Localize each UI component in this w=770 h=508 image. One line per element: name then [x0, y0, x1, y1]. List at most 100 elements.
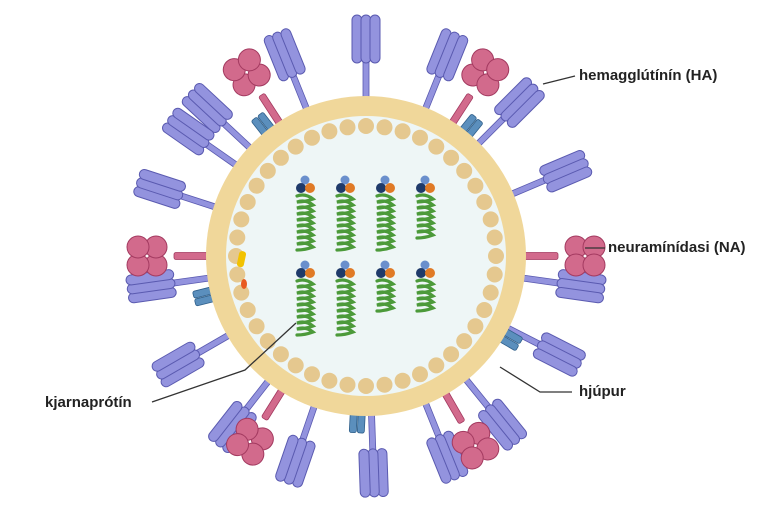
rna-helix-icon: [415, 193, 437, 240]
lipid-bead: [304, 366, 320, 383]
lipid-bead: [394, 372, 411, 389]
polymerase-subunit-icon: [340, 175, 350, 185]
lipid-bead: [456, 333, 473, 350]
polymerase-subunit-icon: [340, 260, 350, 270]
rna-helix-icon: [335, 278, 357, 337]
neuraminidase-tetramer-icon: [517, 235, 606, 277]
polymerase-subunit-icon: [336, 183, 346, 193]
envelope-leader-line: [499, 366, 572, 393]
lipid-bead: [476, 194, 493, 210]
lipid-bead: [233, 284, 250, 301]
lipid-bilayer-beads: [228, 118, 504, 394]
lipid-bead: [239, 302, 256, 318]
lipid-bead: [482, 284, 499, 301]
ribonucleoprotein-segment-icon: [295, 260, 317, 337]
lipid-bead: [339, 119, 356, 136]
polymerase-subunit-icon: [380, 260, 390, 270]
polymerase-subunit-icon: [416, 183, 426, 193]
polymerase-subunit-icon: [305, 268, 315, 278]
neuraminidase-tetramer-icon: [226, 383, 289, 466]
hemagglutinin-spike-icon: [471, 77, 545, 151]
ribonucleoprotein-segment-icon: [335, 175, 357, 252]
ribonucleoprotein-segment-icon: [415, 260, 437, 313]
hemagglutinin-spike-icon: [151, 329, 236, 388]
lipid-bead: [321, 372, 338, 389]
rna-helix-icon: [415, 278, 437, 313]
hemagglutinin-label: hemagglútínín (HA): [579, 67, 718, 84]
polymerase-subunit-icon: [425, 268, 435, 278]
polymerase-subunit-icon: [420, 175, 430, 185]
yellow-particle-icon: [236, 251, 247, 268]
polymerase-subunit-icon: [385, 268, 395, 278]
surface-proteins-back: [125, 14, 607, 498]
lipid-bead: [486, 229, 503, 246]
hemagglutinin-spike-icon: [133, 169, 223, 212]
lipid-bead: [233, 211, 250, 228]
hemagglutinin-spike-icon: [351, 14, 381, 105]
neuraminidase-tetramer-icon: [222, 48, 286, 131]
lipid-bead: [394, 123, 411, 140]
leader-lines: [151, 75, 605, 403]
nucleoprotein-leader-line: [151, 322, 297, 403]
polymerase-subunit-icon: [376, 183, 386, 193]
lipid-bead: [248, 318, 265, 335]
neuraminidase-tetramer-icon: [126, 235, 215, 277]
polymerase-subunit-icon: [305, 183, 315, 193]
hemagglutinin-spike-icon: [162, 107, 243, 171]
internal-particles: [236, 251, 247, 289]
ribonucleoprotein-segment-icon: [415, 175, 437, 240]
lipid-bead: [376, 376, 393, 393]
lipid-bead: [412, 129, 428, 146]
lipid-bead: [239, 194, 256, 210]
lipid-bead: [229, 229, 246, 246]
rna-helix-icon: [375, 193, 397, 252]
neuraminidase-label: neuramínídasi (NA): [608, 239, 746, 256]
orange-particle-icon: [241, 279, 247, 289]
hemagglutinin-spike-icon: [181, 82, 257, 155]
polymerase-subunit-icon: [296, 183, 306, 193]
polymerase-subunit-icon: [380, 175, 390, 185]
lipid-bead: [443, 346, 460, 363]
lipid-bead: [428, 138, 445, 155]
polymerase-subunit-icon: [345, 183, 355, 193]
lipid-bead: [412, 366, 428, 383]
lipid-bead: [428, 357, 445, 374]
rna-helix-icon: [295, 278, 317, 337]
lipid-bead: [287, 357, 304, 374]
ribonucleoprotein-segment-icon: [375, 175, 397, 252]
hemagglutinin-spike-icon: [420, 28, 469, 116]
polymerase-subunit-icon: [300, 175, 310, 185]
lipid-bead: [287, 138, 304, 155]
polymerase-subunit-icon: [420, 260, 430, 270]
envelope-label: hjúpur: [579, 383, 626, 400]
neuraminidase-tetramer-icon: [446, 48, 510, 131]
hemagglutinin-spike-icon: [504, 150, 593, 200]
lipid-bead: [488, 248, 504, 264]
lipid-bead: [321, 123, 338, 140]
lipid-bead: [272, 346, 289, 363]
rna-helix-icon: [295, 193, 317, 252]
hemagglutinin-spike-icon: [515, 269, 607, 304]
hemagglutinin-spike-icon: [358, 407, 389, 498]
hemagglutinin-spike-icon: [275, 398, 320, 488]
polymerase-subunit-icon: [296, 268, 306, 278]
ribonucleoprotein-segment-icon: [335, 260, 357, 337]
polymerase-subunit-icon: [345, 268, 355, 278]
lipid-bead: [229, 266, 246, 283]
lipid-bead: [443, 149, 460, 166]
polymerase-subunit-icon: [300, 260, 310, 270]
ha-leader-line: [542, 75, 576, 85]
lipid-bead: [467, 318, 484, 335]
lipid-bead: [259, 162, 276, 179]
lipid-bead: [486, 266, 503, 283]
lipid-bead: [248, 177, 265, 194]
rna-helix-icon: [335, 193, 357, 252]
lipid-bead: [476, 302, 493, 318]
ribonucleoprotein-segments: [295, 175, 437, 337]
lipid-bead: [467, 177, 484, 194]
lipid-bead: [456, 162, 473, 179]
rna-helix-icon: [375, 278, 397, 313]
neuraminidase-tetramer-icon: [439, 386, 500, 470]
polymerase-subunit-icon: [416, 268, 426, 278]
